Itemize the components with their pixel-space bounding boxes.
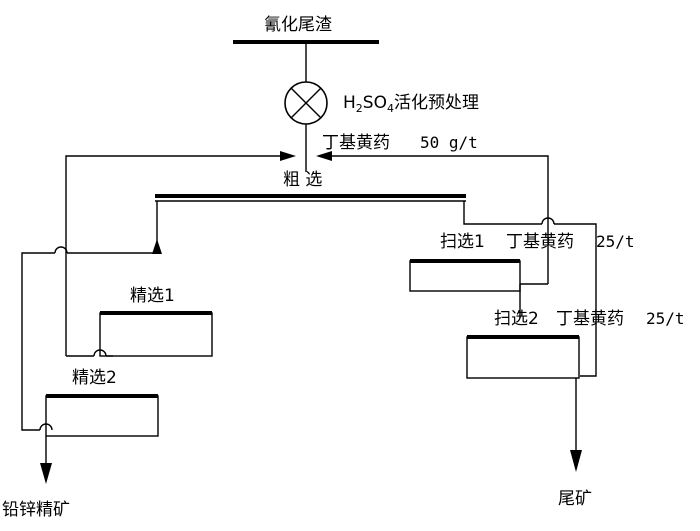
scavenger2-reagent-dose: 25/t: [646, 309, 685, 328]
tailings-arrowhead: [570, 450, 582, 472]
right-feed-arrowhead: [316, 151, 332, 161]
cleaner1-cell: [99, 312, 213, 357]
left-feed-arrowhead: [280, 151, 296, 161]
rougher-label: 粗 选: [283, 170, 322, 190]
scavenger2-cell: [466, 336, 580, 379]
rougher-tail-crossover: [541, 217, 555, 225]
scavenger1-label: 扫选1: [440, 232, 485, 252]
pretreatment-label: H2SO4活化预处理: [343, 93, 479, 115]
rougher-tail-line: [463, 201, 542, 225]
concentrate-label: 铅锌精矿: [2, 500, 70, 520]
rougher-conc-crossover: [54, 246, 68, 254]
rougher-conc-line: [67, 201, 158, 254]
scavenger2-label: 扫选2: [494, 309, 539, 329]
concentrate-arrowhead: [40, 463, 52, 484]
cleaner1-tail-recycle-line: [65, 155, 280, 356]
cleaner2-crossover: [39, 423, 53, 431]
cleaner2-label: 精选2: [72, 368, 117, 388]
rougher-conc-arrowhead: [152, 239, 162, 254]
scavenger1-reagent-dose: 25/t: [596, 232, 635, 251]
rougher-reagent-name: 丁基黄药: [322, 133, 390, 153]
rougher-reagent-dose: 50 g/t: [420, 133, 478, 152]
scavenger1-conc-recycle-line: [332, 155, 549, 284]
tailings-label: 尾矿: [558, 489, 592, 509]
scavenger2-reagent-name: 丁基黄药: [556, 309, 624, 329]
cleaner1-label: 精选1: [130, 286, 175, 306]
cleaner2-cell: [45, 395, 159, 437]
scavenger1-cell: [409, 260, 521, 292]
scavenger1-reagent-name: 丁基黄药: [506, 232, 574, 252]
cleaner2-tail-recycle-line: [21, 252, 55, 431]
cleaner1-crossover: [93, 349, 107, 357]
scavenger2-conc-recycle-line: [554, 223, 597, 377]
pretreatment-symbol: [284, 81, 328, 125]
feed-label: 氰化尾渣: [264, 15, 332, 35]
